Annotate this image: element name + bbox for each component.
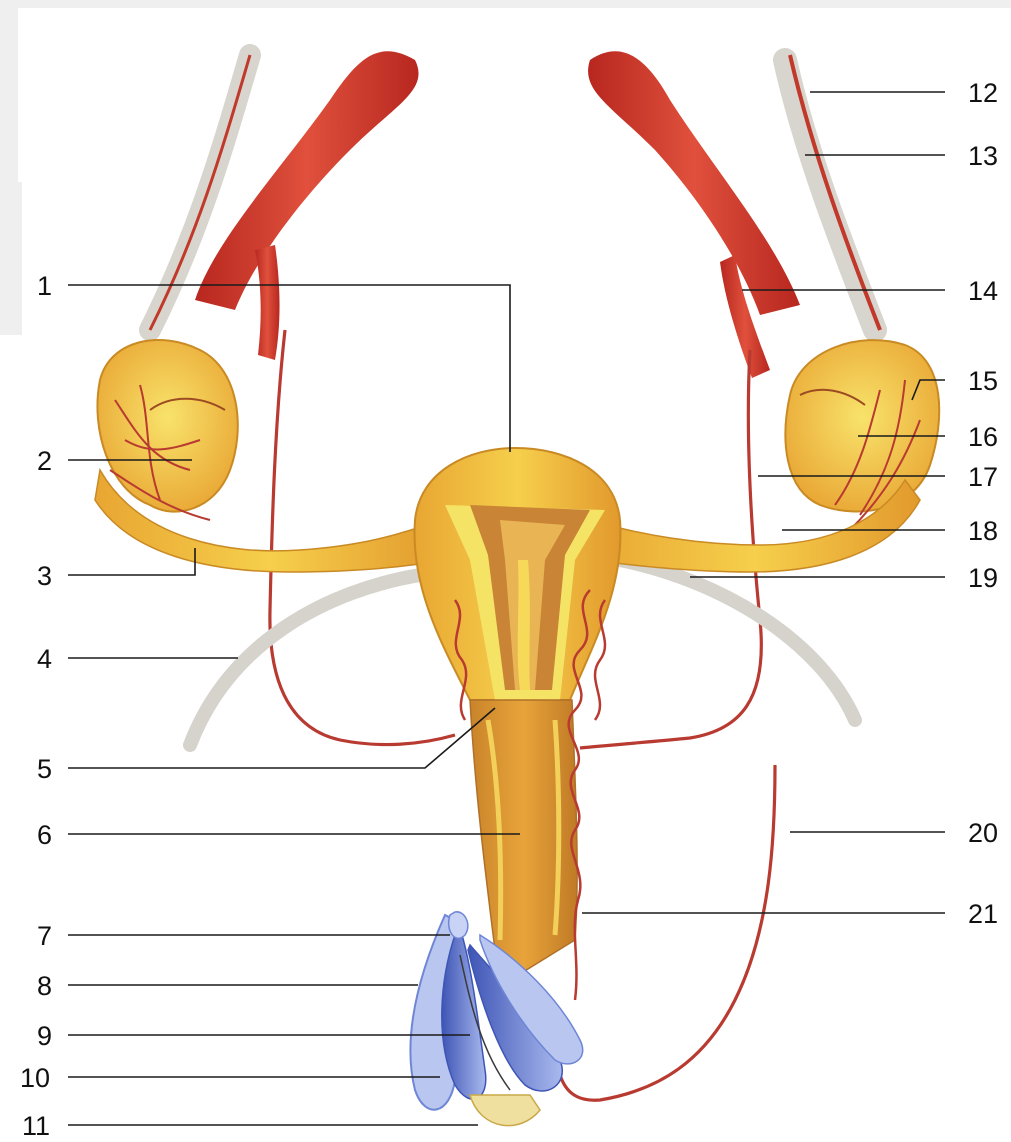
left-ovary	[97, 340, 237, 520]
label-5: 5	[37, 754, 52, 784]
uterus	[415, 448, 621, 700]
labels-left: 1 2 3 4 5 6 7 8 9 10 11	[20, 271, 52, 1141]
label-15: 15	[968, 366, 998, 396]
label-8: 8	[37, 971, 52, 1001]
vagina	[470, 700, 577, 980]
labels-right: 12 13 14 15 16 17 18 19 20 21	[968, 78, 998, 929]
label-19: 19	[968, 563, 998, 593]
label-18: 18	[968, 516, 998, 546]
label-7: 7	[37, 921, 52, 951]
label-21: 21	[968, 899, 998, 929]
label-9: 9	[37, 1021, 52, 1051]
label-1: 1	[37, 271, 52, 301]
label-4: 4	[37, 644, 52, 674]
label-10: 10	[20, 1063, 50, 1093]
label-20: 20	[968, 818, 998, 848]
label-12: 12	[968, 78, 998, 108]
leader-line-5	[68, 708, 495, 768]
internal-iliac-arteries	[195, 51, 800, 378]
label-17: 17	[968, 462, 998, 492]
label-2: 2	[37, 446, 52, 476]
label-16: 16	[968, 422, 998, 452]
label-14: 14	[968, 276, 998, 306]
label-13: 13	[968, 141, 998, 171]
label-6: 6	[37, 820, 52, 850]
label-3: 3	[37, 561, 52, 591]
label-11: 11	[22, 1111, 50, 1141]
